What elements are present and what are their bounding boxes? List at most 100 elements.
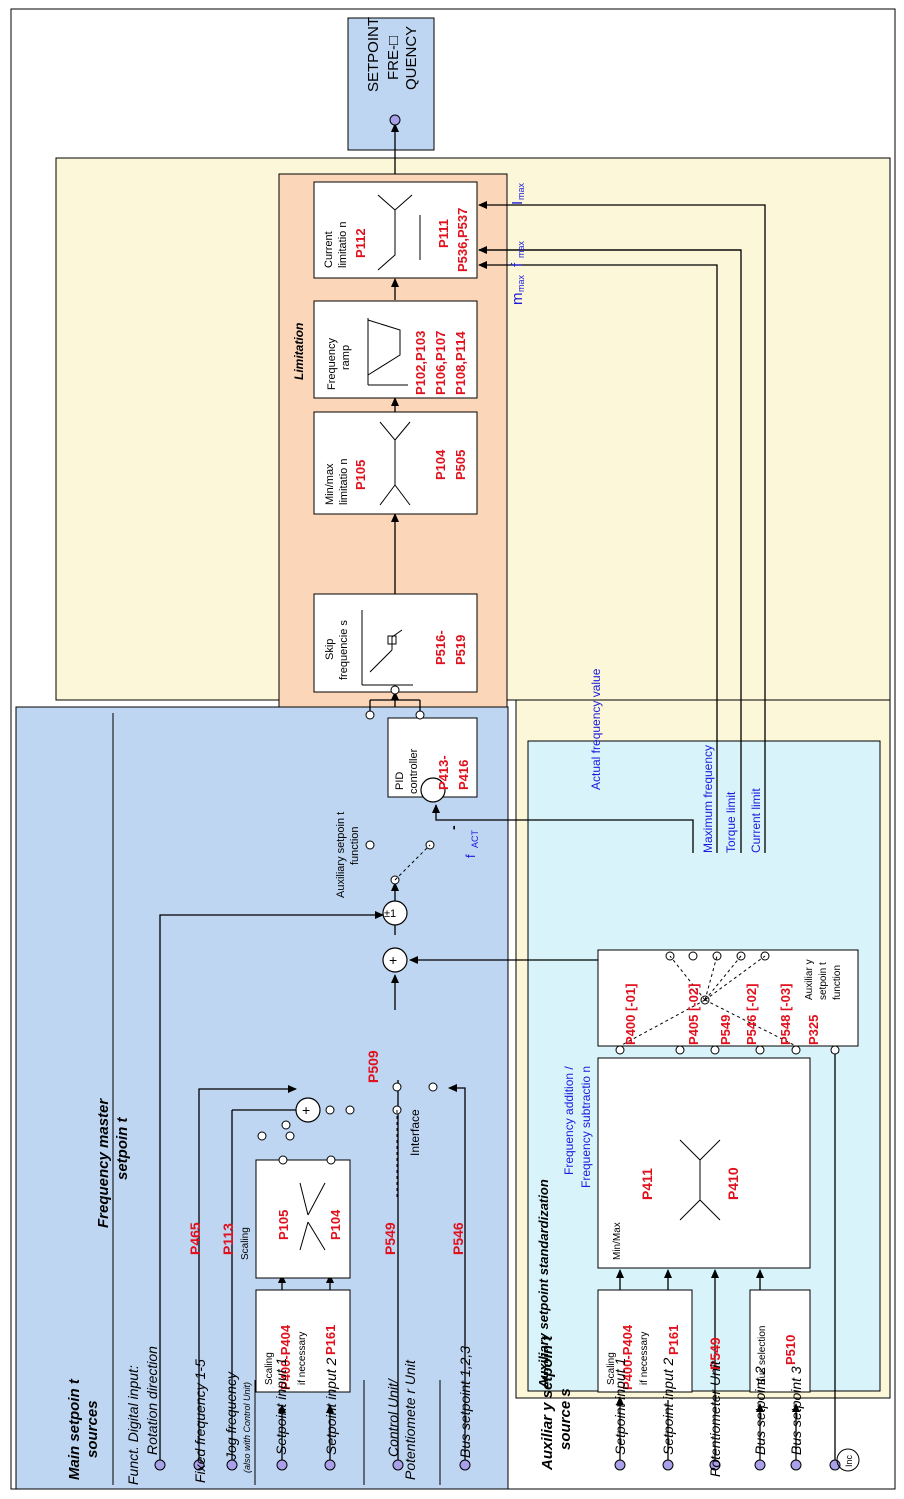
aux-scaling-block [597,1289,693,1393]
jog-frequency-note: (also with Control Unit) [242,1382,252,1473]
imax-label: I [509,201,526,205]
scaling-main-block [255,1159,351,1279]
rotation-input-label-1: Funct. Digital input: [125,1365,141,1485]
p161-label: P161 [323,1325,338,1355]
p510-label: P510 [783,1335,798,1365]
skip-label-2: frequencie s [338,620,350,680]
p549-master-label: P549 [382,1222,398,1255]
freq-add-label-1: Frequency addition / [562,1066,576,1175]
p546-master-label: P546 [450,1222,466,1255]
minmax-label-2: limitatio n [338,459,350,505]
p325-label: P325 [806,1015,821,1045]
aux-func-block-1: Auxiliar y [804,959,815,1000]
aux-setpoint-input2-label: Setpoint input 2 [660,1357,676,1455]
bus-setpoint-label: Bus setpoint 1,2,3 [457,1346,473,1458]
current-label-1: Current [323,231,335,268]
minus-sign: - [445,825,461,830]
p549-func-label: P549 [718,1015,733,1045]
pm1-symbol: ±1 [384,908,396,920]
plus-symbol-master: + [302,1102,310,1118]
fact-label: f [463,854,478,858]
p548-03-label: P548 [-03] [778,984,793,1045]
sum-node-master [295,1097,321,1123]
plus-symbol: + [389,952,397,968]
p113-label: P113 [220,1223,236,1255]
mmax-sub: max [516,274,526,292]
p411-label: P411 [639,1168,655,1200]
frequency-ramp-block [313,300,478,399]
aux-setpoint-input1-label: Setpoint input 1 [612,1358,628,1455]
aux-func-label-2: function [349,826,361,865]
p405-02-label: P405 [-02] [686,984,701,1045]
main-sources-title-2: sources [84,1400,101,1458]
mmax-label: m [509,293,526,306]
p465-label: P465 [187,1222,203,1255]
control-unit-label-2: Potentiomete r Unit [402,1359,418,1480]
bus-selection-block [749,1289,811,1393]
aux-sources-title-1: Auxiliar y setpoin t [539,1335,556,1471]
current-label-2: limitatio n [337,222,349,268]
potentiometer-unit-label: Potentiometer Unit [707,1360,723,1477]
main-sources-title-1: Main setpoin t [66,1378,83,1480]
output-pin [389,114,401,126]
fmax-label: f [509,262,526,267]
p104-label: P104 [328,1209,343,1240]
actual-frequency-label: Actual frequency value [589,668,603,790]
p105-lim-label: P105 [353,460,368,490]
minmax-label-1: Min/max [324,463,336,505]
ramp-label-2: ramp [340,345,352,370]
if-necessary-label: if necessary [297,1332,308,1385]
aux-func-block-3: function [832,965,843,1000]
fact-sub: ACT [470,829,480,848]
p536-label: P536,P537 [455,208,470,272]
fmax-sub: max [516,240,526,258]
aux-p400-label: P400-P404 [620,1324,635,1390]
freq-master-title-2: setpoin t [114,1116,131,1180]
p509-label: P509 [365,1050,381,1083]
current-limit-label: Current limit [749,788,763,853]
aux-scaling-title: Scaling [606,1352,617,1385]
pid-label-2: controller [408,748,420,794]
rotation-input-label-2: Rotation direction [144,1346,160,1455]
aux-sources-title-2: source s [557,1388,574,1450]
setpoint-input1-label: Setpoint input 1 [273,1358,289,1455]
fixed-frequency-label: Fixed frequency 1-5 [192,1359,208,1483]
invert-node [382,900,408,926]
freq-master-title-1: Frequency master [95,1098,112,1228]
p400-01-label: P400 [-01] [623,984,638,1045]
p105-label: P105 [276,1210,291,1240]
aux-p549-label: P549 [707,1337,723,1370]
bus-setpoint3-label: Bus setpoint 3 [788,1366,804,1455]
output-box [347,17,435,151]
interface-label: Interface [408,1109,422,1156]
p516-label: P516- [433,630,448,665]
skip-label-1: Skip [324,639,336,660]
control-unit-label-1: Control Unit/ [385,1377,401,1457]
output-line2: FRE-□ [385,36,402,80]
p102-label: P102,P103 [413,331,428,395]
bus-setpoint2-label: Bus setpoint 2 [752,1366,768,1455]
pid-label-1: PID [394,772,406,790]
p111-label: P111 [436,219,451,248]
jog-frequency-label: Jog frequency [223,1371,239,1461]
p400-label: P400-P404 [278,1324,293,1390]
p112-label: P112 [353,228,368,258]
output-line1: SETPOINT [365,17,382,92]
p106-label: P106,P107 [433,331,448,395]
p108-label: P108,P114 [453,331,468,395]
aux-minmax-block [597,1057,811,1269]
torque-limit-label: Torque limit [724,791,738,853]
p413-label: P413- [436,755,451,790]
ramp-label-1: Frequency [326,338,338,390]
p410-label: P410 [725,1167,741,1200]
output-line3: QUENCY [403,26,420,90]
aux-minmax-title: Min/Max [612,1222,623,1260]
p104-lim-label: P104 [433,449,448,480]
imax-sub: max [516,182,526,200]
aux-func-label-1: Auxiliary setpoin t [335,812,347,898]
inc-label: Inc [844,1454,854,1467]
p519-label: P519 [453,635,468,665]
maximum-frequency-label: Maximum frequency [701,745,715,853]
bus-selection-label: Bus selection [757,1326,768,1385]
